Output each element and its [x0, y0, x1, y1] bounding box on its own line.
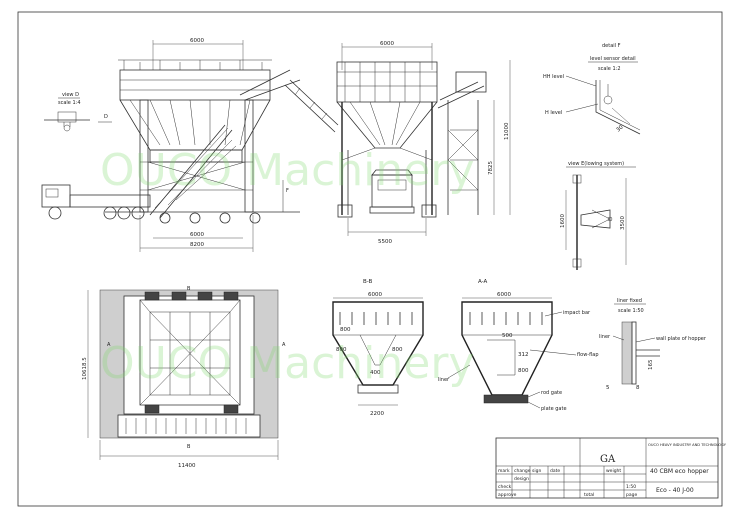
- plan-height-dim: 10618.5: [82, 357, 88, 380]
- col-date: date: [550, 468, 560, 474]
- aa-dim-500: 500: [502, 333, 513, 339]
- bb-dim-400: 400: [370, 370, 381, 376]
- col-page: page: [626, 493, 637, 498]
- section-a-a: A-A 6000 500 312 800 impact bar flow-fla…: [438, 279, 599, 412]
- liner-callout-label: liner: [438, 377, 450, 383]
- col-change: change: [514, 468, 531, 474]
- front-top-dim: 6000: [190, 38, 204, 44]
- drawing-border: [17, 11, 723, 507]
- liner-dim-5: 5: [606, 385, 610, 391]
- bb-dim-800c: 800: [392, 347, 403, 353]
- view-e-dim-2: 3500: [620, 216, 626, 230]
- col-approve: approve: [498, 492, 517, 498]
- side-height-dim-1: 11000: [504, 122, 510, 140]
- bb-bottom-dim: 2200: [370, 411, 384, 417]
- plan-b-bottom-marker: B: [187, 444, 191, 450]
- liner-label: liner: [599, 334, 611, 340]
- bb-dim-800b: 800: [336, 347, 347, 353]
- plan-view: B B A A 10618.5 11400: [82, 286, 286, 469]
- side-top-dim: 6000: [380, 41, 394, 47]
- front-bottom-dim-2: 8200: [190, 242, 204, 248]
- side-elevation: 6000 11000 7825 5500: [284, 41, 511, 245]
- f-marker: F: [286, 188, 289, 194]
- front-bottom-dim-1: 6000: [190, 232, 204, 238]
- rod-gate-label: rod gate: [541, 390, 562, 396]
- bb-dim-800a: 800: [340, 327, 351, 333]
- bb-top-dim: 6000: [368, 292, 382, 298]
- aa-top-dim: 6000: [497, 292, 511, 298]
- h-level-label: H level: [545, 110, 562, 116]
- section-aa-title: A-A: [478, 279, 488, 285]
- side-bottom-dim: 5500: [378, 239, 392, 245]
- liner-dim-8: 8: [636, 385, 640, 391]
- watermark-top: OUCO Machinery: [100, 145, 475, 196]
- col-design: design: [514, 476, 529, 482]
- company-name: OUCO HEAVY INDUSTRY AND TECHNOLOGY: [648, 443, 727, 447]
- col-check: check: [498, 484, 512, 490]
- liner-fixed-detail: liner fixed scale 1:50 liner wall plate …: [599, 298, 707, 391]
- hh-level-label: HH level: [543, 74, 564, 80]
- col-mark: mark: [498, 468, 510, 474]
- view-d: view D scale 1:4 D: [44, 92, 112, 132]
- weight-label: weight: [606, 468, 621, 474]
- view-e-dim-1: 1600: [560, 214, 566, 228]
- plan-a-right-marker: A: [282, 342, 286, 348]
- level-sensor-title: level sensor detail: [590, 56, 636, 62]
- plan-b-top-marker: B: [187, 286, 191, 292]
- detail-f-title: detail F: [602, 43, 621, 49]
- product-name: 40 CBM eco hopper: [650, 468, 709, 475]
- detail-f-dim: 30: [615, 124, 625, 133]
- impact-bar-label: impact bar: [563, 310, 591, 316]
- plate-gate-label: plate gate: [541, 406, 567, 412]
- wall-plate-label: wall plate of hopper: [656, 336, 707, 342]
- front-elevation: 6000 F: [41, 38, 301, 252]
- scale-value: 1:50: [626, 484, 636, 490]
- col-sign: sign: [532, 468, 541, 474]
- plan-a-left-marker: A: [107, 342, 111, 348]
- view-e-title: view E(lowing system): [568, 161, 624, 167]
- col-total: total: [584, 492, 594, 498]
- view-d-title: view D: [62, 92, 79, 98]
- aa-dim-312: 312: [518, 352, 529, 358]
- aa-dim-800: 800: [518, 368, 529, 374]
- flow-flap-label: flow-flap: [577, 352, 599, 358]
- watermark-bottom: OUCO Machinery: [100, 338, 475, 389]
- plan-width-dim: 11400: [178, 463, 196, 469]
- d-marker: D: [104, 114, 108, 120]
- detail-f-scale: scale 1:2: [598, 66, 621, 72]
- detail-f: detail F level sensor detail scale 1:2 H…: [543, 43, 641, 135]
- view-e: view E(lowing system) 1600 3500: [560, 161, 636, 270]
- title-block: OUCO HEAVY INDUSTRY AND TECHNOLOGY GA 40…: [495, 437, 727, 499]
- section-b-b: B-B 6000 800 800 800 400 2200: [332, 279, 424, 417]
- drawing-title: GA: [600, 454, 616, 465]
- liner-dim-165: 165: [648, 359, 654, 370]
- liner-fixed-scale: scale 1:50: [618, 308, 644, 314]
- view-d-scale: scale 1:4: [58, 100, 81, 106]
- side-height-dim-2: 7825: [488, 161, 494, 175]
- section-bb-title: B-B: [363, 279, 373, 285]
- drawing-number: Eco - 40 J-00: [656, 487, 694, 494]
- liner-fixed-title: liner fixed: [617, 298, 642, 304]
